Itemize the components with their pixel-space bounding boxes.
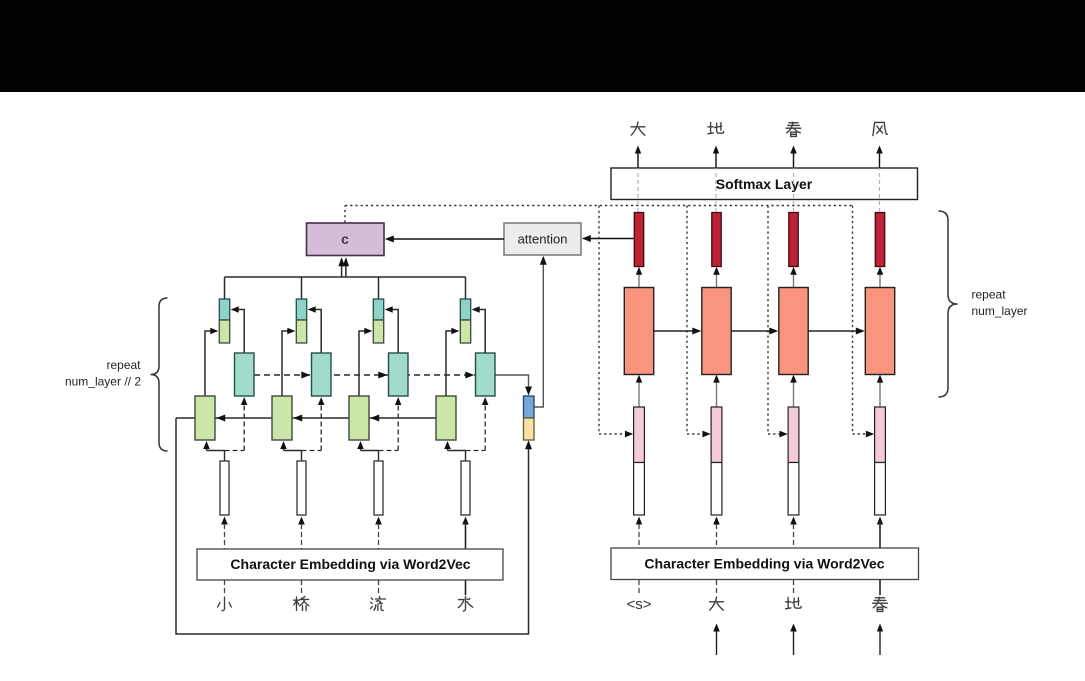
svg-text:repeat: repeat bbox=[972, 288, 1007, 302]
svg-text:c: c bbox=[341, 231, 349, 247]
svg-text:Softmax Layer: Softmax Layer bbox=[716, 176, 813, 192]
svg-text:num_layer // 2: num_layer // 2 bbox=[65, 375, 141, 389]
svg-text:Character Embedding via Word2V: Character Embedding via Word2Vec bbox=[644, 556, 884, 572]
svg-text:<s>: <s> bbox=[626, 596, 651, 613]
svg-text:repeat: repeat bbox=[106, 358, 141, 372]
svg-text:num_layer: num_layer bbox=[972, 304, 1028, 318]
svg-text:Character Embedding via Word2V: Character Embedding via Word2Vec bbox=[230, 556, 470, 572]
svg-text:attention: attention bbox=[518, 232, 568, 247]
